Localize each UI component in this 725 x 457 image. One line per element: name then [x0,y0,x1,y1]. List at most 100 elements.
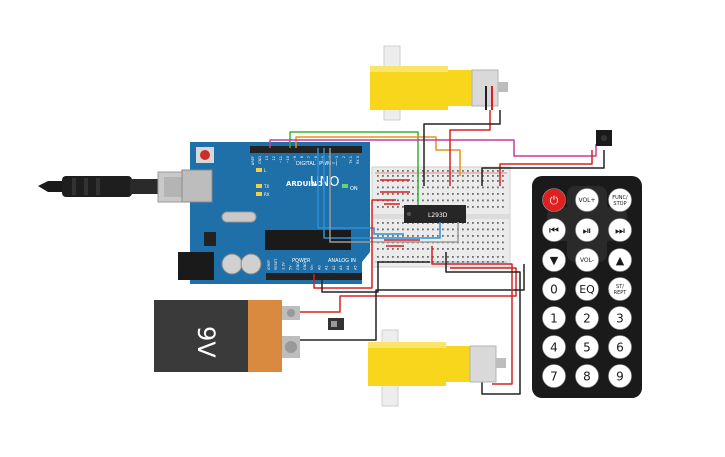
remote-button-label: FUNC/ [612,195,628,201]
remote-button-two[interactable]: 2 [575,306,599,330]
power-label: POWER [292,258,311,264]
remote-button-three[interactable]: 3 [608,306,632,330]
remote-button-vol-down[interactable]: VOL- [575,248,599,272]
remote-button-label: VOL+ [578,197,595,204]
digital-pin-label: AREF [251,156,255,165]
remote-button-st-rept[interactable]: ST/REPT [608,277,632,301]
remote-button-label: 3 [616,311,624,325]
wire-orange [295,136,461,176]
digital-label: DIGITAL (PWM~) [296,161,338,167]
remote-button-label: ▲ [616,254,625,267]
ir-receiver[interactable] [596,130,612,146]
ir-remote[interactable]: ⏻ VOL+ FUNC/STOP ⏮ ⏯ ⏭ ▼ VOL- ▲ 0 EQ ST/REPT 1 2 3 4 5 6 7… [532,176,642,398]
power-pin-label: GND [303,262,307,270]
digital-pin-label: GND [258,156,262,164]
power-pin-label: A3 [339,265,343,270]
digital-pin-label: ~6 [314,156,318,161]
remote-button-label: 1 [550,311,558,325]
power-pin-label: 3.3V [281,261,285,270]
tx-led [256,184,262,188]
usb-jack [181,169,213,203]
power-pin-label: RESET [274,258,278,270]
remote-button-label: VOL- [580,257,594,264]
power-pin-label: 5V [289,265,293,270]
remote-button-func-stop[interactable]: FUNC/STOP [608,188,632,212]
remote-button-six[interactable]: 6 [608,335,632,359]
chip-label: L293D [428,212,448,219]
dc-motor-bottom[interactable] [368,329,506,407]
power-pin-label: A0 [317,265,321,270]
wire-red-battery [300,267,517,313]
power-pin-label: A2 [332,265,336,270]
l293d-chip[interactable]: L293D [404,205,466,223]
digital-pin-label: RX 0 [356,156,360,164]
digital-pin-label: ~11 [279,156,283,163]
on-label: ON [350,186,358,192]
battery-label: 9V [192,326,220,358]
remote-button-label: ⏮ [549,224,559,237]
remote-button-zero[interactable]: 0 [542,277,566,301]
remote-buttons: ⏻ VOL+ FUNC/STOP ⏮ ⏯ ⏭ ▼ VOL- ▲ 0 EQ ST/REPT 1 2 3 4 5 6 7… [542,188,632,388]
l-led [256,168,262,172]
wires [269,110,605,395]
wire-black-motor-top [423,110,501,186]
digital-pin-label: ~10 [286,156,290,163]
remote-button-next[interactable]: ⏭ [608,218,632,242]
remote-button-label: 4 [550,340,558,354]
dc-motor-top[interactable] [370,45,508,121]
remote-button-prev[interactable]: ⏮ [542,218,566,242]
remote-button-vol-up[interactable]: VOL+ [575,188,599,212]
wire-black-motor-bottom [445,252,521,395]
wire-red-motor-top [449,110,491,186]
remote-button-nine[interactable]: 9 [608,364,632,388]
digital-pin-label: 7 [307,156,311,158]
remote-button-label: 8 [583,369,591,383]
reset-button[interactable] [200,150,210,160]
remote-button-label: ⏯ [583,224,592,237]
rx-label: RX [264,192,270,197]
wire-red-power [313,199,396,289]
remote-button-one[interactable]: 1 [542,306,566,330]
remote-button-label: 7 [550,369,558,383]
remote-button-eight[interactable]: 8 [575,364,599,388]
remote-button-five[interactable]: 5 [575,335,599,359]
digital-pin-label: 13 [265,156,269,160]
remote-button-label: ⏻ [550,194,559,207]
wire-black-gnd [321,261,430,293]
power-pin-label: IOREF [267,260,271,270]
wire-blue-1 [317,148,404,235]
wire-black-ir [481,150,605,186]
crystal [221,211,257,223]
wire-black-battery [300,264,525,341]
tx-label: TX [263,184,269,189]
remote-button-label: 0 [550,282,558,296]
capacitor [221,253,243,275]
remote-button-label: 5 [583,340,591,354]
remote-button-four[interactable]: 4 [542,335,566,359]
remote-button-play[interactable]: ⏯ [575,218,599,242]
usb-cable[interactable] [38,171,199,203]
remote-button-seven[interactable]: 7 [542,364,566,388]
arduino-uno-board[interactable]: ARDUINO UNO DIGITAL (PWM~) POWER ANALOG … [178,142,370,284]
power-switch[interactable] [328,318,344,330]
remote-button-label: EQ [579,283,595,296]
power-pin-label: A1 [325,265,329,270]
remote-button-up[interactable]: ▲ [608,248,632,272]
atmega-chip [265,230,351,250]
digital-pin-label: 8 [300,156,304,158]
power-pin-label: Vin [310,264,314,270]
remote-button-label: STOP [613,201,626,207]
remote-button-power[interactable]: ⏻ [542,188,566,212]
remote-button-eq[interactable]: EQ [575,277,599,301]
remote-button-down[interactable]: ▼ [542,248,566,272]
wire-blue-2 [323,148,441,239]
digital-pin-label: 12 [272,156,276,160]
remote-button-label: 2 [583,311,591,325]
arduino-brand-label: ARDUINO [286,180,323,188]
digital-pin-label: 2 [342,156,346,158]
wire-gray-1 [329,148,459,243]
battery-9v[interactable]: 9V [154,300,300,372]
wire-red-motor-bottom [431,246,513,385]
